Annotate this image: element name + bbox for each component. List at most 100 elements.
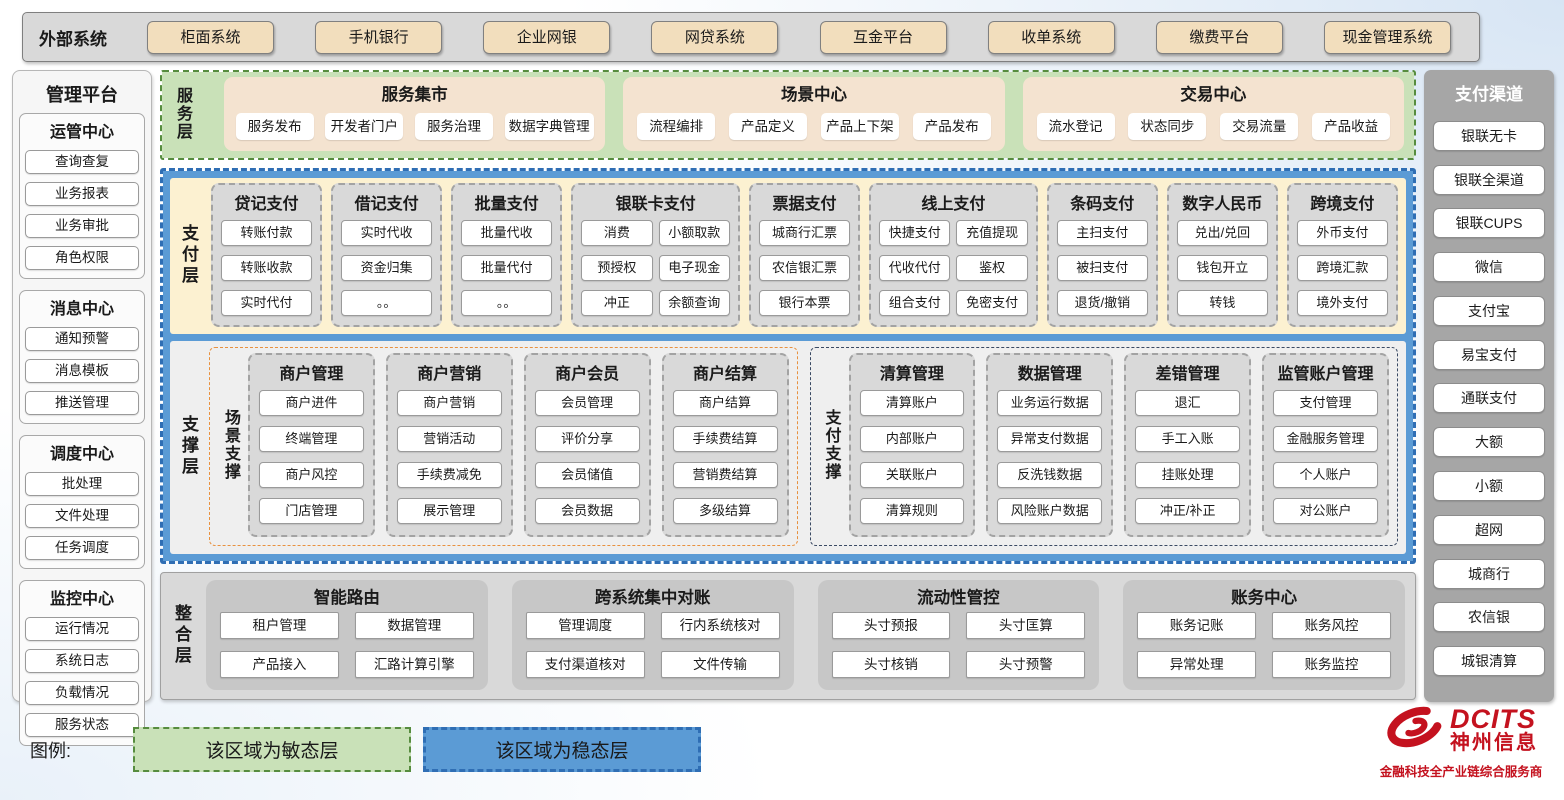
support-function-button[interactable]: 挂账处理: [1135, 462, 1241, 488]
support-function-button[interactable]: 会员储值: [534, 462, 640, 488]
support-function-button[interactable]: 手续费结算: [672, 426, 778, 452]
service-function-button[interactable]: 状态同步: [1128, 112, 1207, 140]
management-function-button[interactable]: 批处理: [25, 472, 139, 496]
management-function-button[interactable]: 通知预警: [25, 327, 139, 351]
payment-channel-button[interactable]: 微信: [1433, 252, 1545, 283]
payment-function-button[interactable]: 代收代付: [879, 255, 951, 281]
payment-channel-button[interactable]: 易宝支付: [1433, 339, 1545, 370]
payment-function-button[interactable]: 转钱: [1176, 290, 1268, 316]
payment-function-button[interactable]: 境外支付: [1296, 290, 1388, 316]
payment-function-button[interactable]: 消费: [581, 220, 653, 246]
service-function-button[interactable]: 产品发布: [912, 112, 991, 140]
payment-function-button[interactable]: 批量代收: [461, 220, 553, 246]
integration-function-button[interactable]: 账务记账: [1137, 612, 1257, 639]
payment-function-button[interactable]: 转账付款: [221, 220, 313, 246]
external-system-button[interactable]: 互金平台: [819, 20, 947, 54]
payment-channel-button[interactable]: 银联CUPS: [1433, 208, 1545, 239]
management-function-button[interactable]: 系统日志: [25, 649, 139, 673]
service-function-button[interactable]: 服务治理: [414, 112, 493, 140]
integration-function-button[interactable]: 头寸预报: [831, 612, 951, 639]
service-function-button[interactable]: 产品上下架: [820, 112, 899, 140]
payment-function-button[interactable]: 资金归集: [341, 255, 433, 281]
external-system-button[interactable]: 缴费平台: [1155, 20, 1283, 54]
support-function-button[interactable]: 支付管理: [1273, 390, 1378, 416]
management-function-button[interactable]: 业务审批: [25, 214, 139, 238]
external-system-button[interactable]: 网贷系统: [651, 20, 779, 54]
integration-function-button[interactable]: 汇路计算引擎: [354, 651, 474, 678]
payment-function-button[interactable]: 快捷支付: [879, 220, 951, 246]
external-system-button[interactable]: 收单系统: [987, 20, 1115, 54]
external-system-button[interactable]: 现金管理系统: [1323, 20, 1451, 54]
support-function-button[interactable]: 冲正/补正: [1135, 498, 1241, 524]
management-function-button[interactable]: 消息模板: [25, 359, 139, 383]
integration-function-button[interactable]: 数据管理: [354, 612, 474, 639]
management-function-button[interactable]: 业务报表: [25, 182, 139, 206]
payment-channel-button[interactable]: 银联无卡: [1433, 120, 1545, 151]
payment-function-button[interactable]: 电子现金: [658, 255, 730, 281]
payment-function-button[interactable]: 余额查询: [658, 290, 730, 316]
management-function-button[interactable]: 负载情况: [25, 681, 139, 705]
service-function-button[interactable]: 服务发布: [235, 112, 314, 140]
payment-function-button[interactable]: 转账收款: [221, 255, 313, 281]
support-function-button[interactable]: 清算账户: [859, 390, 965, 416]
payment-channel-button[interactable]: 通联支付: [1433, 383, 1545, 414]
payment-function-button[interactable]: 被扫支付: [1056, 255, 1148, 281]
payment-function-button[interactable]: 免密支付: [956, 290, 1028, 316]
external-system-button[interactable]: 企业网银: [483, 20, 611, 54]
payment-function-button[interactable]: 农信银汇票: [758, 255, 851, 281]
management-function-button[interactable]: 运行情况: [25, 617, 139, 641]
support-function-button[interactable]: 退汇: [1135, 390, 1241, 416]
management-function-button[interactable]: 文件处理: [25, 504, 139, 528]
integration-function-button[interactable]: 账务风控: [1272, 612, 1391, 639]
support-function-button[interactable]: 手续费减免: [396, 462, 502, 488]
support-function-button[interactable]: 展示管理: [396, 498, 502, 524]
payment-channel-button[interactable]: 城银清算: [1433, 646, 1545, 677]
support-function-button[interactable]: 门店管理: [259, 498, 364, 524]
payment-function-button[interactable]: 充值提现: [956, 220, 1028, 246]
support-function-button[interactable]: 风险账户数据: [997, 498, 1103, 524]
payment-function-button[interactable]: 跨境汇款: [1296, 255, 1388, 281]
management-function-button[interactable]: 查询查复: [25, 150, 139, 174]
support-function-button[interactable]: 对公账户: [1273, 498, 1378, 524]
support-function-button[interactable]: 会员数据: [534, 498, 640, 524]
support-function-button[interactable]: 关联账户: [859, 462, 965, 488]
payment-function-button[interactable]: 外币支付: [1296, 220, 1388, 246]
payment-function-button[interactable]: 冲正: [581, 290, 653, 316]
support-function-button[interactable]: 内部账户: [859, 426, 965, 452]
payment-function-button[interactable]: 鉴权: [956, 255, 1028, 281]
support-function-button[interactable]: 清算规则: [859, 498, 965, 524]
integration-function-button[interactable]: 头寸预警: [966, 651, 1086, 678]
support-function-button[interactable]: 营销费结算: [672, 462, 778, 488]
payment-function-button[interactable]: 批量代付: [461, 255, 553, 281]
payment-function-button[interactable]: 实时代付: [221, 290, 313, 316]
service-function-button[interactable]: 交易流量: [1220, 112, 1299, 140]
payment-function-button[interactable]: 主扫支付: [1056, 220, 1148, 246]
support-function-button[interactable]: 业务运行数据: [997, 390, 1103, 416]
payment-function-button[interactable]: 实时代收: [341, 220, 433, 246]
service-function-button[interactable]: 流水登记: [1036, 112, 1115, 140]
payment-channel-button[interactable]: 小额: [1433, 471, 1545, 502]
payment-function-button[interactable]: 预授权: [581, 255, 653, 281]
integration-function-button[interactable]: 账务监控: [1272, 651, 1391, 678]
management-function-button[interactable]: 角色权限: [25, 246, 139, 270]
management-function-button[interactable]: 推送管理: [25, 391, 139, 415]
payment-channel-button[interactable]: 超网: [1433, 514, 1545, 545]
payment-channel-button[interactable]: 银联全渠道: [1433, 164, 1545, 195]
support-function-button[interactable]: 个人账户: [1273, 462, 1378, 488]
payment-channel-button[interactable]: 城商行: [1433, 558, 1545, 589]
support-function-button[interactable]: 多级结算: [672, 498, 778, 524]
support-function-button[interactable]: 营销活动: [396, 426, 502, 452]
payment-function-button[interactable]: 小额取款: [658, 220, 730, 246]
support-function-button[interactable]: 金融服务管理: [1273, 426, 1378, 452]
integration-function-button[interactable]: 产品接入: [220, 651, 339, 678]
support-function-button[interactable]: 异常支付数据: [997, 426, 1103, 452]
service-function-button[interactable]: 产品收益: [1312, 112, 1391, 140]
integration-function-button[interactable]: 行内系统核对: [660, 612, 780, 639]
service-function-button[interactable]: 流程编排: [637, 112, 716, 140]
support-function-button[interactable]: 反洗钱数据: [997, 462, 1103, 488]
payment-channel-button[interactable]: 支付宝: [1433, 295, 1545, 326]
payment-channel-button[interactable]: 农信银: [1433, 602, 1545, 633]
support-function-button[interactable]: 商户结算: [672, 390, 778, 416]
integration-function-button[interactable]: 支付渠道核对: [525, 651, 645, 678]
integration-function-button[interactable]: 头寸核销: [831, 651, 951, 678]
